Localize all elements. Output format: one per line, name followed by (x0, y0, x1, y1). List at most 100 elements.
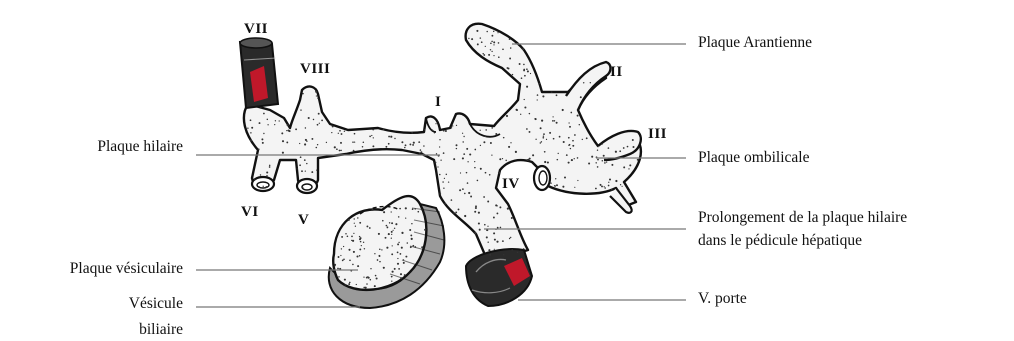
stipple-dot (247, 127, 248, 128)
stipple-dot (344, 284, 345, 285)
stipple-dot (398, 242, 399, 243)
stipple-dot (483, 196, 485, 198)
stipple-dot (354, 218, 355, 219)
stipple-dot (623, 147, 625, 149)
stipple-dot (452, 125, 453, 126)
stipple-dot (372, 145, 374, 147)
stipple-dot (301, 170, 303, 172)
stipple-dot (498, 172, 500, 174)
stipple-dot (451, 199, 453, 201)
stipple-dot (401, 141, 403, 143)
stipple-dot (356, 284, 357, 285)
stipple-dot (306, 163, 307, 164)
stipple-dot (474, 211, 476, 213)
stipple-dot (526, 128, 528, 130)
stipple-dot (317, 144, 318, 145)
stipple-dot (502, 158, 503, 159)
stipple-dot (340, 150, 342, 152)
stipple-dot (549, 132, 551, 134)
stipple-dot (391, 276, 393, 278)
segment-label-ii: II (610, 64, 623, 80)
stipple-dot (479, 229, 481, 231)
stipple-dot (451, 127, 452, 128)
stipple-dot (523, 64, 525, 66)
stipple-dot (391, 238, 392, 239)
stipple-dot (352, 264, 354, 266)
stipple-dot (590, 82, 591, 83)
stipple-dot (547, 161, 549, 163)
stipple-dot (603, 155, 605, 157)
stipple-dot (338, 276, 339, 277)
stipple-dot (564, 176, 566, 178)
stipple-dot (520, 114, 521, 115)
stipple-dot (627, 146, 629, 148)
stipple-dot (299, 143, 300, 144)
stipple-dot (458, 208, 460, 210)
stipple-dot (445, 130, 447, 132)
stipple-dot (353, 251, 355, 253)
stipple-dot (424, 229, 426, 231)
stipple-dot (419, 152, 420, 153)
stipple-dot (477, 180, 479, 182)
stipple-dot (509, 38, 511, 40)
stipple-dot (352, 141, 354, 143)
stipple-dot (305, 170, 306, 171)
stipple-dot (297, 168, 298, 169)
stipple-dot (477, 43, 479, 45)
stipple-dot (611, 164, 613, 166)
stipple-dot (497, 227, 499, 229)
stipple-dot (339, 130, 341, 132)
stipple-dot (510, 142, 511, 143)
stipple-dot (604, 187, 606, 189)
stipple-dot (542, 137, 544, 139)
stipple-dot (414, 208, 416, 210)
stipple-dot (601, 143, 602, 144)
stipple-dot (369, 136, 371, 138)
stipple-dot (399, 208, 401, 210)
stipple-dot (493, 217, 495, 219)
stipple-dot (348, 283, 350, 285)
stipple-dot (466, 148, 468, 150)
stipple-dot (391, 281, 392, 282)
label-plaque-vesiculaire: Plaque vésiculaire (70, 260, 183, 277)
stipple-dot (526, 159, 528, 161)
stipple-dot (604, 162, 606, 164)
stipple-dot (302, 93, 304, 95)
stipple-dot (468, 192, 470, 194)
stipple-dot (420, 151, 422, 153)
stipple-dot (343, 258, 345, 260)
stipple-dot (543, 133, 545, 135)
segment-label-iv: IV (502, 176, 520, 192)
stipple-dot (300, 109, 301, 110)
stipple-dot (288, 130, 290, 132)
stipple-dot (574, 187, 575, 188)
stipple-dot (529, 131, 531, 133)
stipple-dot (363, 276, 364, 277)
stipple-dot (410, 234, 412, 236)
stipple-dot (582, 139, 583, 140)
stipple-dot (412, 245, 414, 247)
stipple-dot (515, 151, 517, 153)
stipple-dot (579, 124, 580, 125)
stipple-dot (556, 184, 558, 186)
stipple-dot (571, 159, 573, 161)
stipple-dot (381, 249, 382, 250)
stipple-dot (366, 283, 368, 285)
stipple-dot (394, 228, 395, 229)
stipple-dot (389, 222, 390, 223)
stipple-dot (489, 254, 491, 256)
stipple-dot (403, 259, 404, 260)
label-v-porte: V. porte (698, 290, 747, 307)
portal-vein (466, 249, 532, 306)
stipple-dot (349, 259, 351, 261)
label-plaque-hilaire: Plaque hilaire (97, 138, 183, 155)
stipple-dot (347, 235, 349, 237)
stipple-dot (537, 99, 538, 100)
stipple-dot (397, 263, 399, 265)
stipple-dot (542, 95, 544, 97)
stipple-dot (437, 166, 438, 167)
segment-label-i: I (435, 94, 441, 110)
stipple-dot (460, 172, 461, 173)
stipple-dot (487, 241, 488, 242)
stipple-dot (388, 143, 390, 145)
